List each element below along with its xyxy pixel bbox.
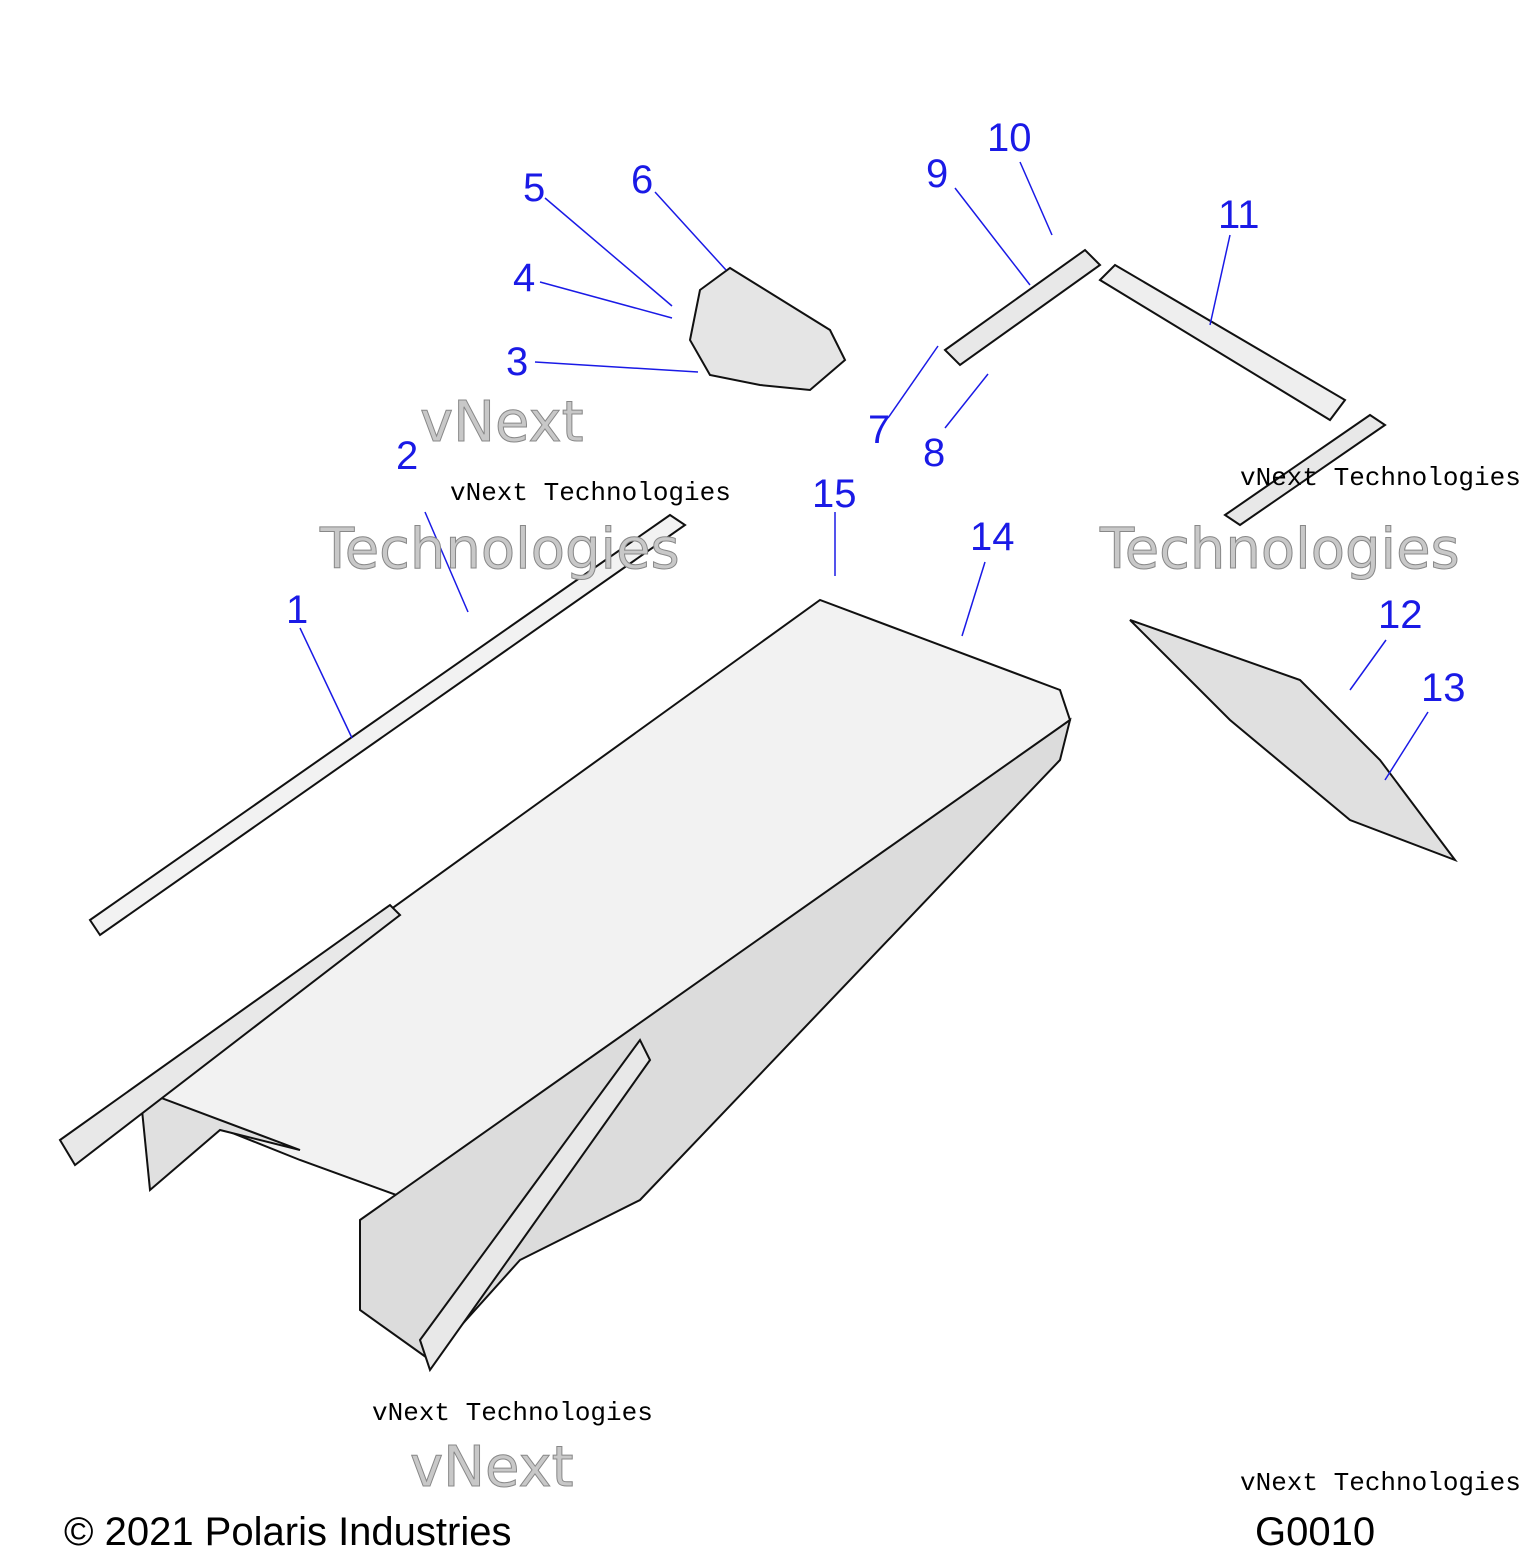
callout-14: 14 [970, 515, 1015, 559]
watermark-small-bottom: vNext Technologies [372, 1398, 653, 1428]
part-11-tube [1098, 263, 1347, 422]
part-14-tunnel-left [138, 1088, 301, 1193]
watermark-small: vNext Technologies [450, 478, 731, 508]
watermark-small-bottom-right: vNext Technologies [1240, 1468, 1521, 1498]
callout-7: 7 [868, 408, 891, 452]
callout-4: 4 [513, 256, 536, 300]
diagram-code: G0010 [1255, 1510, 1376, 1554]
callout-6: 6 [631, 158, 654, 202]
part-14-foot-rail [58, 903, 402, 1167]
part-6-cover [688, 266, 847, 392]
watermark-small-right: vNext Technologies [1240, 463, 1521, 493]
callout-12: 12 [1378, 593, 1423, 637]
callout-9: 9 [926, 152, 949, 196]
callout-3: 3 [506, 340, 529, 384]
callout-10: 10 [987, 116, 1032, 160]
watermark-technologies-right: Technologies [1100, 517, 1461, 582]
watermark-vnext: vNext [420, 390, 585, 455]
callout-15: 15 [812, 472, 857, 516]
callout-8: 8 [923, 431, 946, 475]
copyright-text: © 2021 Polaris Industries [64, 1510, 512, 1554]
part-1-rail [88, 513, 687, 937]
watermark-vnext-bottom: vNext [410, 1435, 575, 1500]
part-9-arm [943, 248, 1102, 367]
callout-11: 11 [1218, 193, 1260, 237]
callout-1: 1 [286, 588, 309, 632]
callout-2: 2 [396, 434, 419, 478]
callout-13: 13 [1421, 666, 1466, 710]
watermark-technologies: Technologies [320, 517, 681, 582]
part-13-plate [1129, 619, 1458, 863]
part-14-step [418, 1038, 652, 1373]
leader-lines [299, 161, 1429, 781]
callout-5: 5 [523, 166, 546, 210]
part-9-arm-right [1223, 413, 1387, 527]
